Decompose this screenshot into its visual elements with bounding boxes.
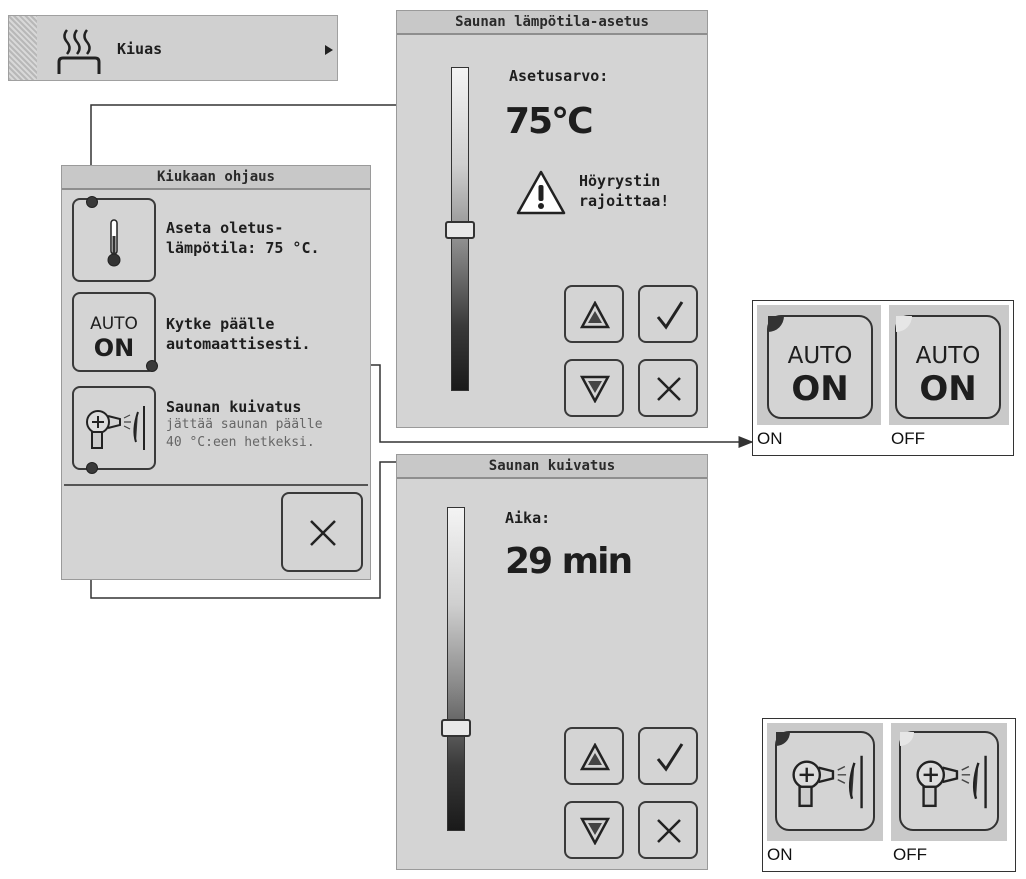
panel-title: Kiukaan ohjaus bbox=[62, 166, 370, 190]
inactive-corner-indicator bbox=[896, 316, 912, 332]
dryer-icon bbox=[86, 406, 145, 450]
legend-on-label: ON bbox=[767, 845, 793, 864]
active-corner-indicator bbox=[776, 732, 790, 746]
cancel-button[interactable] bbox=[638, 801, 698, 859]
time-value: 29 min bbox=[505, 541, 633, 582]
panel-title: Saunan lämpötila-asetus bbox=[397, 11, 707, 35]
legend-auto-text: AUTO bbox=[915, 343, 981, 369]
inactive-corner-indicator bbox=[900, 732, 914, 746]
down-arrow-icon bbox=[580, 375, 610, 403]
panel-title: Saunan kuivatus bbox=[397, 455, 707, 479]
legend-off-label: OFF bbox=[893, 845, 927, 864]
warning-line1: Höyrystin bbox=[579, 172, 661, 190]
item-temp-line1: Aseta oletus- bbox=[166, 219, 284, 237]
close-icon bbox=[310, 520, 336, 546]
warning-text: Höyrystin rajoittaa! bbox=[579, 171, 669, 211]
up-button[interactable] bbox=[564, 727, 624, 785]
check-icon bbox=[656, 743, 684, 772]
temperature-slider-thumb[interactable] bbox=[445, 221, 475, 239]
setpoint-label: Asetusarvo: bbox=[509, 67, 609, 85]
item-dry-line1: Saunan kuivatus bbox=[166, 398, 302, 416]
auto-on-button[interactable]: AUTO ON bbox=[72, 292, 156, 372]
item-dry-line3: 40 °C:een hetkeksi. bbox=[166, 435, 315, 450]
dryer-icon-active bbox=[775, 731, 875, 831]
time-label: Aika: bbox=[505, 509, 551, 527]
item-dry-line2: jättää saunan päälle bbox=[166, 417, 323, 432]
dryer-icon bbox=[916, 755, 987, 809]
legend-off-label: OFF bbox=[891, 429, 925, 448]
legend-on-label: ON bbox=[757, 429, 783, 448]
item-dry-text: Saunan kuivatus jättää saunan päälle 40 … bbox=[166, 398, 323, 452]
auto-on-icon-bottom: ON bbox=[93, 334, 135, 362]
menu-item-label: Kiuas bbox=[117, 40, 163, 58]
legend-off-tile bbox=[891, 723, 1007, 841]
temperature-setting-panel: Saunan lämpötila-asetus Asetusarvo: 75°C… bbox=[396, 10, 708, 428]
connector-dot-auto bbox=[146, 360, 158, 372]
sauna-dry-button[interactable] bbox=[72, 386, 156, 470]
thermometer-icon bbox=[107, 219, 121, 267]
active-corner-indicator bbox=[768, 316, 784, 332]
item-temp-line2: lämpötila: 75 °C. bbox=[166, 239, 320, 257]
cancel-button[interactable] bbox=[638, 359, 698, 417]
close-icon bbox=[657, 377, 681, 401]
item-temp-text: Aseta oletus- lämpötila: 75 °C. bbox=[166, 218, 320, 258]
warning-icon bbox=[516, 170, 566, 215]
item-auto-text: Kytke päälle automaattisesti. bbox=[166, 314, 311, 354]
heater-steam-icon bbox=[57, 29, 101, 74]
menu-item-kiuas[interactable]: Kiuas bbox=[8, 15, 338, 81]
dryer-legend: ON OFF bbox=[762, 718, 1016, 872]
auto-on-icon-top: AUTO bbox=[90, 314, 138, 334]
auto-on-legend: AUTO ON AUTO ON ON OFF bbox=[752, 300, 1014, 456]
down-button[interactable] bbox=[564, 359, 624, 417]
menu-arrow-icon bbox=[325, 45, 333, 55]
legend-on-tile: AUTO ON bbox=[757, 305, 881, 425]
item-auto-line2: automaattisesti. bbox=[166, 335, 311, 353]
up-arrow-icon bbox=[580, 301, 610, 329]
down-arrow-icon bbox=[580, 817, 610, 845]
sauna-drying-panel: Saunan kuivatus Aika: 29 min bbox=[396, 454, 708, 870]
legend-on-text: ON bbox=[791, 369, 849, 409]
check-icon bbox=[656, 301, 684, 330]
dryer-icon bbox=[792, 755, 863, 809]
close-icon bbox=[657, 819, 681, 843]
legend-auto-text: AUTO bbox=[787, 343, 853, 369]
close-button[interactable] bbox=[281, 492, 363, 572]
connector-dot-temp bbox=[86, 196, 98, 208]
time-slider-thumb[interactable] bbox=[441, 719, 471, 737]
warning-line2: rajoittaa! bbox=[579, 192, 670, 210]
item-auto-line1: Kytke päälle bbox=[166, 315, 275, 333]
legend-on-tile bbox=[767, 723, 883, 841]
setpoint-value: 75°C bbox=[505, 101, 594, 142]
confirm-button[interactable] bbox=[638, 727, 698, 785]
divider bbox=[64, 484, 368, 486]
time-slider[interactable] bbox=[447, 507, 465, 831]
auto-on-icon-active: AUTO ON bbox=[767, 315, 873, 419]
set-temperature-button[interactable] bbox=[72, 198, 156, 282]
legend-off-tile: AUTO ON bbox=[889, 305, 1009, 425]
auto-on-icon-inactive: AUTO ON bbox=[895, 315, 1001, 419]
connector-dot-dry bbox=[86, 462, 98, 474]
up-button[interactable] bbox=[564, 285, 624, 343]
up-arrow-icon bbox=[580, 743, 610, 771]
dryer-icon-inactive bbox=[899, 731, 999, 831]
heater-control-panel: Kiukaan ohjaus Aseta oletus- lämpötila: … bbox=[61, 165, 371, 580]
legend-on-text: ON bbox=[919, 369, 977, 409]
down-button[interactable] bbox=[564, 801, 624, 859]
menu-item-stripe bbox=[9, 16, 37, 80]
confirm-button[interactable] bbox=[638, 285, 698, 343]
